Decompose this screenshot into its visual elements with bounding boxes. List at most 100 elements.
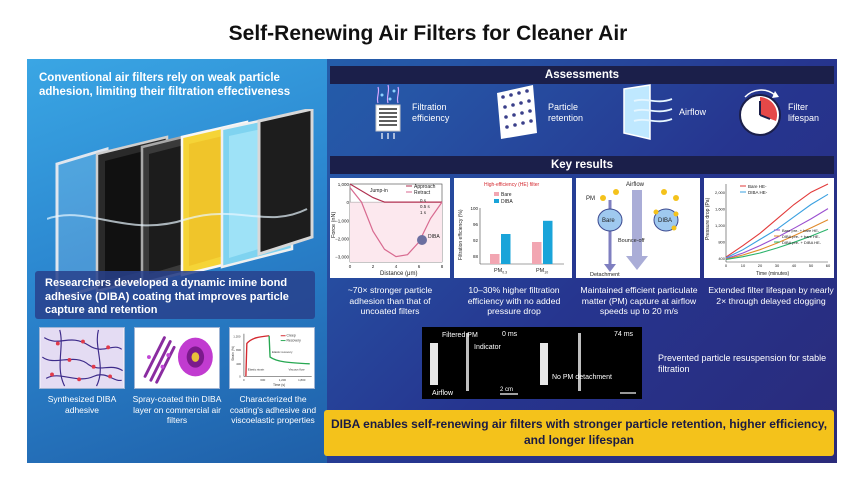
force-y-tick: 0	[346, 200, 349, 205]
high-speed-video-frames: Filtered PM Indicator Airflow 0 ms 2 cm …	[422, 327, 642, 399]
pressure-x-tick: 60	[826, 263, 831, 268]
pressure-x-tick: 30	[775, 263, 780, 268]
pressure-x-tick: 10	[741, 263, 746, 268]
diagram-label-diba: DIBA	[658, 218, 672, 224]
pressure-series-line-1	[725, 193, 829, 259]
force-x-tick: 8	[441, 264, 444, 269]
pressure-series-line-3	[725, 219, 829, 260]
legend-diba-he: DIBA HE-	[748, 190, 768, 195]
airflow-icon	[623, 84, 673, 140]
eff-bar-bare	[490, 254, 500, 264]
force-x-label: Distance (μm)	[380, 271, 417, 277]
eff-y-tick: 88	[473, 254, 479, 259]
pressure-x-tick: 20	[758, 263, 763, 268]
eff-bar-diba	[501, 234, 511, 264]
annotation-diba: DIBA	[428, 234, 440, 240]
step-viscoelastic-chart: Strain (%) Time (s) 0 600 1,200 1,800 0 …	[229, 327, 315, 389]
pressure-y-tick: 800	[718, 239, 725, 244]
recovery-curve	[268, 335, 310, 365]
conclusion-banner: DIBA enables self-renewing air filters w…	[324, 410, 834, 456]
filter-layer-back-frame	[257, 109, 314, 257]
annotation-elastic-strain: Elastic strain	[248, 368, 265, 372]
key-result-caption-lifespan: Extended filter lifespan by nearly 2× th…	[708, 285, 834, 306]
assessment-label-airflow: Airflow	[679, 107, 707, 117]
video-frame1-time: 0 ms	[502, 331, 518, 338]
intro-text: Conventional air filters rely on weak pa…	[39, 72, 291, 98]
step-caption-spray: Spray-coated thin DIBA layer on commerci…	[132, 394, 222, 425]
pressure-x-label: Time (minutes)	[756, 271, 789, 277]
step-spray-coated-image	[134, 327, 220, 389]
pressure-y-tick: 2,000	[715, 190, 726, 195]
development-statement: Researchers developed a dynamic imine bo…	[35, 271, 315, 319]
legend-retract: Retract	[414, 190, 431, 196]
assessment-label-lifespan: Filter lifespan	[788, 102, 820, 123]
step-caption-synthesized: Synthesized DIBA adhesive	[47, 394, 117, 415]
key-result-caption-efficiency: 10–30% higher filtration efficiency with…	[467, 285, 561, 316]
legend-bare-he: Bare HE-	[748, 184, 767, 189]
pressure-y-label: Pressure drop (Pa)	[705, 197, 711, 240]
legend-diba-pre-bare-he: DIBA pre- + bare HE-	[782, 234, 821, 239]
assessment-label-filtration: Filtration efficiency	[412, 102, 450, 123]
airflow-bounce-diagram: Airflow PM Bare DIBA Bounce-off Detachme…	[576, 178, 700, 278]
category-pm03-sub: 0.3	[502, 271, 507, 275]
eff-chart-title: High-efficiency (HE) filter	[484, 182, 540, 188]
eff-chart-marks	[490, 220, 553, 264]
video-label-no-pm-detachment: No PM detachment	[552, 374, 612, 381]
assessments-heading: Assessments	[330, 66, 834, 84]
step3-x-label: Time (s)	[273, 383, 285, 387]
force-y-tick: −1,000	[335, 218, 349, 223]
pressure-y-tick: 1,200	[715, 223, 726, 228]
pressure-chart-marks	[725, 183, 829, 261]
category-pm10-main: PM	[536, 268, 545, 274]
step3-y-tick: 400	[236, 362, 241, 366]
legend-dwell-1: 0.5 s	[420, 204, 431, 209]
force-adhesion-region	[350, 202, 442, 262]
step-caption-characterized: Characterized the coating's adhesive and…	[229, 394, 317, 425]
pressure-series-line-0	[725, 183, 829, 258]
eff-y-tick: 100	[470, 206, 478, 211]
step3-x-tick: 0	[243, 378, 245, 382]
assessment-label-retention: Particle retention	[548, 102, 584, 123]
step3-y-label: Strain (%)	[231, 346, 235, 361]
video-label-airflow: Airflow	[432, 390, 454, 397]
legend-diba-pre-diba-he: DIBA pre- + DIBA HE-	[782, 240, 822, 245]
force-y-tick: −3,000	[335, 255, 349, 260]
force-series-line-retract	[349, 187, 443, 258]
step-synthesized-adhesive-image	[39, 327, 125, 389]
force-x-tick: 6	[418, 264, 421, 269]
pressure-x-tick: 40	[792, 263, 797, 268]
force-chart-marks	[349, 183, 443, 258]
annotation-jump-in: Jump-in	[370, 188, 388, 194]
creep-curve	[245, 335, 270, 377]
category-pm10-sub: 10	[544, 271, 548, 275]
legend-diba: DIBA	[501, 199, 513, 205]
force-y-tick: 1,000	[338, 182, 350, 187]
eff-bar-bare	[532, 242, 542, 264]
video-frame2-time: 74 ms	[614, 331, 634, 338]
eff-bar-diba	[543, 220, 553, 264]
legend-bare-pre-bare-he: Bare pre- + bare HE-	[782, 228, 820, 233]
legend-creep: Creep	[287, 334, 296, 338]
right-column: Assessments Filtration efficiency Partic…	[330, 59, 837, 463]
annotation-elastic-recovery: Elastic recovery	[272, 350, 293, 354]
annotation-viscous-flow: Viscous flow	[288, 368, 305, 372]
diagram-label-bare: Bare	[602, 218, 615, 224]
force-x-tick: 4	[395, 264, 398, 269]
step3-y-tick: 800	[236, 348, 241, 352]
video-label-filtered-pm: Filtered PM	[442, 332, 478, 339]
force-series-line-approach	[349, 183, 442, 203]
category-pm10: PM10	[536, 268, 548, 275]
step3-x-tick: 600	[260, 378, 265, 382]
eff-y-label: Filtration efficiency (%)	[458, 209, 464, 260]
afm-probe-tip	[417, 235, 427, 245]
force-y-label: Force (nN)	[331, 212, 337, 238]
step3-x-tick: 1,200	[279, 378, 287, 382]
legend-approach: Approach	[414, 184, 436, 190]
force-x-tick: 2	[372, 264, 375, 269]
filter-icon	[375, 84, 401, 139]
filter-stack-illustration	[47, 109, 314, 302]
